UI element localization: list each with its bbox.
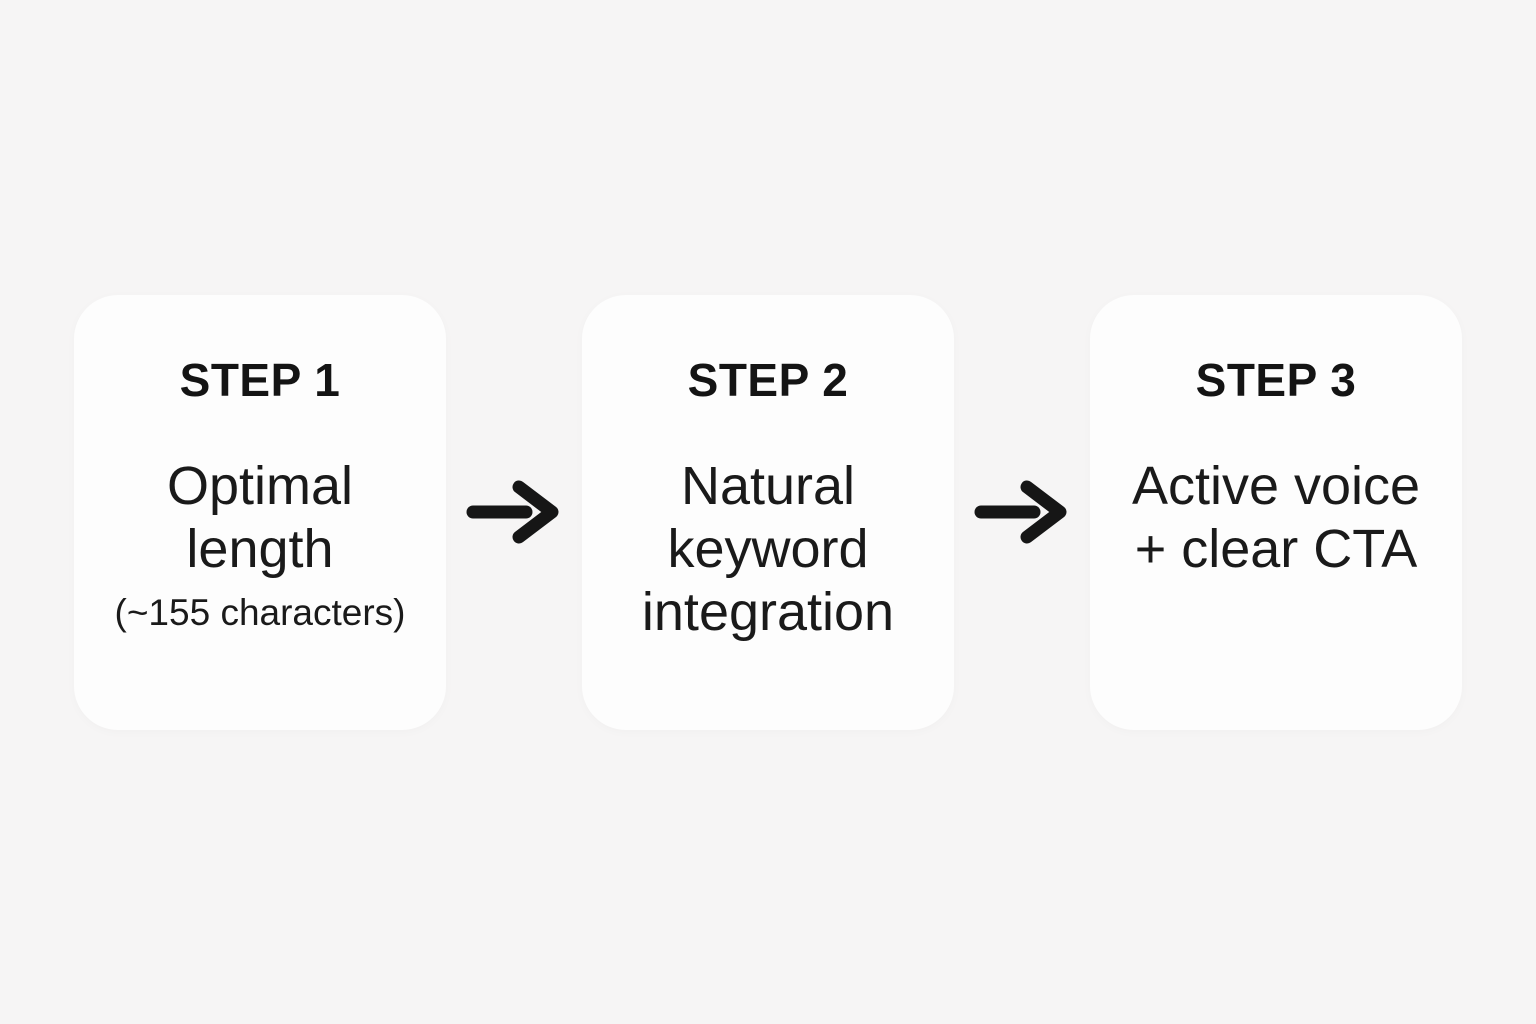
steps-row: STEP 1 Optimal length (~155 characters) … xyxy=(74,294,1462,730)
step-card-2: STEP 2 Natural keyword integration xyxy=(582,294,954,730)
step-card-3: STEP 3 Active voice + clear CTA xyxy=(1090,294,1462,730)
step-2-title: Natural keyword integration xyxy=(641,455,895,642)
arrow-right-icon xyxy=(954,479,1090,545)
step-3-title: Active voice + clear CTA xyxy=(1131,455,1421,579)
step-1-label: STEP 1 xyxy=(179,353,341,406)
step-3-label: STEP 3 xyxy=(1195,353,1357,406)
step-1-title: Optimal length xyxy=(166,455,354,579)
step-card-1: STEP 1 Optimal length (~155 characters) xyxy=(74,294,446,730)
arrow-right-icon xyxy=(446,479,582,545)
step-1-note: (~155 characters) xyxy=(114,591,406,633)
step-2-label: STEP 2 xyxy=(687,353,849,406)
